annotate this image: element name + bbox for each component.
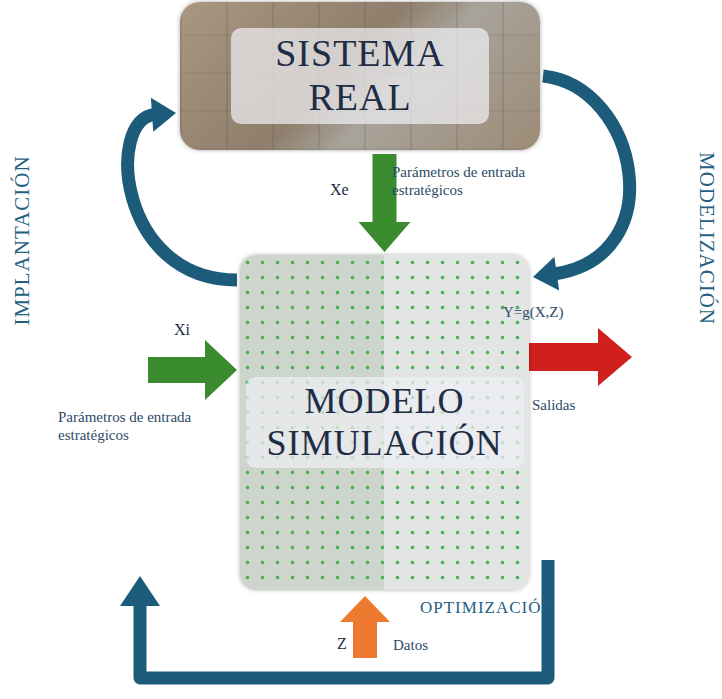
connector-label: Xe bbox=[330, 181, 349, 199]
connector-label: MODELIZACIÓN bbox=[693, 152, 718, 325]
annotation-label: Parámetros de entrada estratégicos bbox=[392, 163, 542, 199]
box-title: SISTEMA REAL bbox=[245, 32, 475, 119]
connector-arrowhead bbox=[151, 98, 176, 132]
connector-label: IMPLANTACIÓN bbox=[10, 155, 35, 325]
simulation-model-box: MODELO SIMULACIÓN bbox=[240, 255, 529, 590]
annotation-label: Xi bbox=[174, 320, 190, 339]
box-title: MODELO SIMULACIÓN bbox=[260, 381, 510, 464]
data-arrow bbox=[340, 596, 390, 658]
connector-arrowhead bbox=[533, 257, 559, 291]
curved-connector bbox=[543, 76, 630, 274]
title-band: SISTEMA REAL bbox=[231, 28, 489, 123]
annotation-label: Datos bbox=[393, 636, 428, 654]
annotation-label: Salidas bbox=[532, 396, 575, 414]
title-band: MODELO SIMULACIÓN bbox=[246, 377, 524, 468]
annotation-label: Parámetros de entrada estratégicos bbox=[58, 408, 226, 444]
real-system-box: SISTEMA REAL bbox=[180, 2, 540, 150]
optimization-arrowhead bbox=[120, 576, 160, 606]
annotation-label: Z bbox=[337, 634, 347, 653]
annotation-label: OPTIMIZACIÓN bbox=[420, 598, 555, 618]
input-arrow bbox=[148, 340, 237, 400]
annotation-label: Y=g(X,Z) bbox=[503, 303, 564, 321]
